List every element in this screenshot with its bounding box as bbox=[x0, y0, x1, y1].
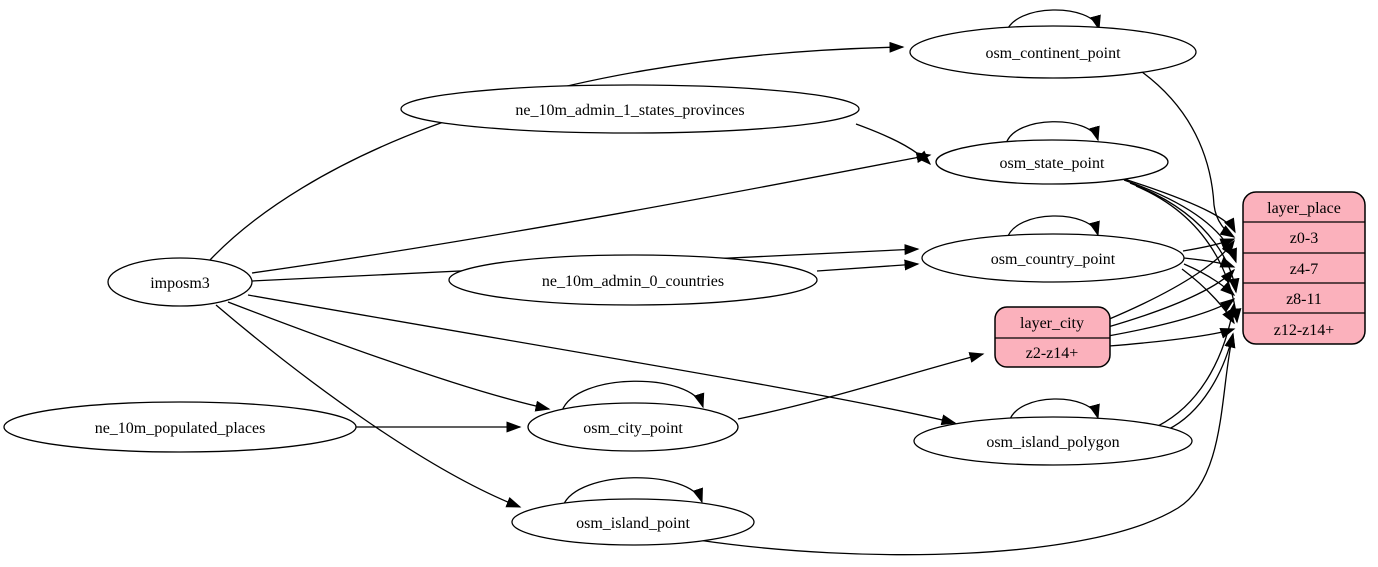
ne_10m_populated_places-shape bbox=[3, 401, 357, 453]
edges bbox=[209, 9, 1242, 556]
layer_place-title: layer_place bbox=[1267, 200, 1341, 217]
node-osm_state_point: osm_state_point bbox=[935, 139, 1169, 185]
node-osm_country_point: osm_country_point bbox=[921, 233, 1185, 283]
edge-osm_island_polygon-layer_place-z12-z14 bbox=[1166, 332, 1236, 431]
node-osm_island_point: osm_island_point bbox=[511, 498, 755, 546]
edge-ne_10m_admin_1_states_provinces-osm_state_point bbox=[855, 123, 932, 166]
node-ne_10m_populated_places: ne_10m_populated_places bbox=[3, 401, 357, 453]
osm_city_point-shape bbox=[527, 402, 739, 452]
osm_continent_point-shape bbox=[909, 25, 1197, 79]
ne_10m_populated_places-label: ne_10m_populated_places bbox=[95, 420, 266, 437]
edge-imposm3-osm_island_point bbox=[215, 304, 522, 508]
edge-imposm3-osm_city_point bbox=[227, 301, 551, 412]
edge-imposm3-osm_island_polygon bbox=[247, 294, 957, 426]
imposm3-shape bbox=[107, 257, 253, 307]
node-osm_continent_point: osm_continent_point bbox=[909, 25, 1197, 79]
edge-osm_state_point-layer_place-z4-7 bbox=[1123, 179, 1237, 264]
self-loop-osm_state_point bbox=[1005, 121, 1100, 145]
edge-osm_country_point-layer_place-z4-7 bbox=[1183, 257, 1236, 268]
node-ne_10m_admin_1_states_provinces: ne_10m_admin_1_states_provinces bbox=[400, 84, 860, 134]
edge-layer_city-layer_place-z12-z14 bbox=[1108, 328, 1236, 347]
layer_city-row-z2-z14: z2-z14+ bbox=[1026, 345, 1079, 362]
node-osm_city_point: osm_city_point bbox=[527, 402, 739, 452]
edge-osm_continent_point-layer_place-z0-3 bbox=[1141, 71, 1236, 238]
osm_island_polygon-shape bbox=[913, 416, 1193, 466]
layer_place-row-z12-z14: z12-z14+ bbox=[1274, 322, 1335, 339]
osm_island_polygon-label: osm_island_polygon bbox=[986, 434, 1119, 451]
imposm3-label: imposm3 bbox=[150, 275, 210, 292]
node-imposm3: imposm3 bbox=[107, 257, 253, 307]
layer_place-row-z0-3: z0-3 bbox=[1290, 230, 1318, 247]
osm_island_point-label: osm_island_point bbox=[576, 515, 690, 532]
edge-osm_country_point-layer_place-z0-3 bbox=[1182, 238, 1236, 252]
edge-osm_island_point-layer_place-z12-z14 bbox=[697, 332, 1236, 556]
osm_island_point-shape bbox=[511, 498, 755, 546]
edge-osm_city_point-layer_city bbox=[737, 352, 985, 420]
ne_10m_admin_1_states_provinces-label: ne_10m_admin_1_states_provinces bbox=[515, 102, 744, 119]
self-loop-osm_city_point bbox=[561, 380, 705, 412]
layer_place-box bbox=[1242, 191, 1366, 345]
edge-osm_island_polygon-layer_place-z8-11 bbox=[1157, 302, 1238, 427]
osm_country_point-shape bbox=[921, 233, 1185, 283]
edge-osm_country_point-layer_place-z8-11 bbox=[1183, 263, 1236, 296]
osm_continent_point-label: osm_continent_point bbox=[985, 45, 1121, 62]
node-layer_city: layer_city z2-z14+ bbox=[994, 306, 1111, 368]
osm_city_point-label: osm_city_point bbox=[583, 420, 683, 437]
ne_10m_admin_0_countries-shape bbox=[448, 254, 818, 306]
node-ne_10m_admin_0_countries: ne_10m_admin_0_countries bbox=[448, 254, 818, 306]
ne_10m_admin_1_states_provinces-shape bbox=[400, 84, 860, 134]
edge-imposm3-osm_state_point bbox=[251, 152, 932, 274]
self-loop-osm_country_point bbox=[1006, 215, 1100, 240]
edge-ne_10m_admin_0_countries-osm_country_point bbox=[816, 259, 920, 272]
edge-imposm3-osm_continent_point bbox=[209, 41, 905, 261]
node-layer_place: layer_place z0-3 z4-7 z8-11 z12-z14+ bbox=[1242, 191, 1366, 345]
layer_place-row-z8-11: z8-11 bbox=[1286, 291, 1322, 308]
osm_state_point-shape bbox=[935, 139, 1169, 185]
ne_10m_admin_0_countries-label: ne_10m_admin_0_countries bbox=[542, 273, 724, 290]
self-loop-osm_continent_point bbox=[1005, 9, 1101, 34]
self-loop-osm_island_polygon bbox=[1008, 398, 1100, 423]
edge-layer_city-layer_place-z8-11 bbox=[1107, 298, 1236, 337]
edge-layer_city-layer_place-z4-7 bbox=[1107, 268, 1236, 328]
node-osm_island_polygon: osm_island_polygon bbox=[913, 416, 1193, 466]
osm_state_point-label: osm_state_point bbox=[1000, 155, 1105, 172]
layer_place-row-z4-7: z4-7 bbox=[1290, 261, 1318, 278]
self-loop-osm_island_point bbox=[562, 477, 703, 507]
layer_city-box bbox=[994, 306, 1111, 368]
osm_country_point-label: osm_country_point bbox=[991, 251, 1116, 268]
nodes: imposm3 ne_10m_admin_1_states_provinces … bbox=[3, 25, 1366, 546]
layer_city-title: layer_city bbox=[1020, 315, 1084, 332]
